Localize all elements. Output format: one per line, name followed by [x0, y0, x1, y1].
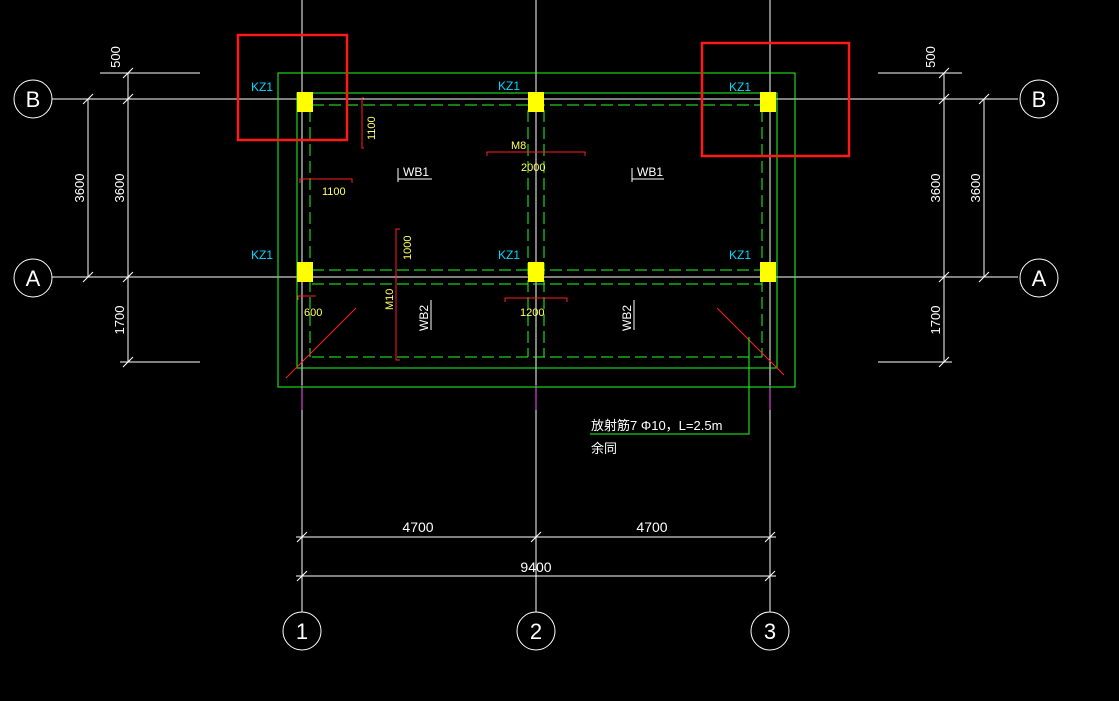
dim-right-inner-span: 3600	[928, 174, 943, 203]
dim-left-bottom: 1700	[112, 306, 127, 335]
dim-bottom-total: 9400	[520, 559, 551, 575]
axis-bubble-2	[516, 611, 556, 651]
axis-bubble-1	[282, 611, 322, 651]
column-b2	[528, 92, 544, 112]
column-a1	[297, 262, 313, 282]
axis-bubbles	[13, 79, 1059, 651]
axis-label-2: 2	[530, 619, 542, 644]
column-label-a3: KZ1	[729, 248, 751, 262]
slab-wb2-right: WB2	[620, 305, 634, 331]
bottom-dimensions	[296, 531, 776, 582]
dim-bottom-right: 4700	[636, 519, 667, 535]
rebar-m10-length: 1000	[402, 236, 414, 260]
dim-left-outer-span: 3600	[72, 174, 87, 203]
columns	[297, 92, 776, 282]
column-label-a2: KZ1	[498, 248, 520, 262]
highlight-box-left	[236, 33, 349, 142]
rebar-top-left-v: 1100	[366, 116, 378, 140]
slab-wb1-left: WB1	[403, 165, 429, 179]
axis-label-b-left: B	[26, 87, 41, 112]
slab-wb1-right: WB1	[637, 165, 663, 179]
column-label-b1: KZ1	[251, 80, 273, 94]
dim-left-inner-span: 3600	[112, 174, 127, 203]
highlight-box-right	[700, 41, 851, 158]
column-b3	[760, 92, 776, 112]
rebar-m8-length: 2000	[521, 162, 545, 174]
rebar-m8-label: M8	[511, 140, 526, 152]
axis-label-a-left: A	[26, 266, 41, 291]
dim-right-top: 500	[923, 46, 938, 68]
axis-bubble-b-right	[1019, 79, 1059, 119]
note-line1: 放射筋7 Φ10，L=2.5m	[591, 418, 722, 433]
axis-bubble-3	[750, 611, 790, 651]
rebar-top-left-h: 1100	[322, 186, 346, 198]
note-line2: 余同	[591, 441, 617, 456]
rebar-bottom-left: 600	[304, 307, 322, 319]
column-a3	[760, 262, 776, 282]
radial-rebars	[285, 307, 785, 379]
column-label-a1: KZ1	[251, 248, 273, 262]
axis-lines	[52, 0, 1018, 612]
dim-bottom-left: 4700	[402, 519, 433, 535]
axis-label-a-right: A	[1032, 266, 1047, 291]
column-label-b2: KZ1	[498, 79, 520, 93]
dim-left-top: 500	[108, 46, 123, 68]
highlight-boxes	[236, 33, 851, 158]
rebar-mid-bottom: 1200	[520, 307, 544, 319]
outer-outline	[277, 72, 796, 388]
axis-label-1: 1	[296, 619, 308, 644]
axis-label-3: 3	[764, 619, 776, 644]
dim-right-outer-span: 3600	[968, 174, 983, 203]
column-label-b3: KZ1	[729, 80, 751, 94]
axis-bubble-a-right	[1019, 258, 1059, 298]
rebar-m10-label: M10	[384, 289, 396, 310]
axis-bubble-b-left	[13, 79, 53, 119]
column-a2	[528, 262, 544, 282]
axis-label-b-right: B	[1032, 87, 1047, 112]
note-leader	[590, 337, 750, 435]
right-dimensions	[878, 67, 992, 368]
dim-right-bottom: 1700	[928, 306, 943, 335]
left-dimensions	[80, 67, 200, 368]
axis-bubble-a-left	[13, 258, 53, 298]
column-b1	[297, 92, 313, 112]
axis-magenta-marks	[301, 385, 771, 410]
slab-wb2-left: WB2	[417, 305, 431, 331]
rebar-markers	[297, 97, 586, 361]
slab-markers	[397, 168, 664, 330]
